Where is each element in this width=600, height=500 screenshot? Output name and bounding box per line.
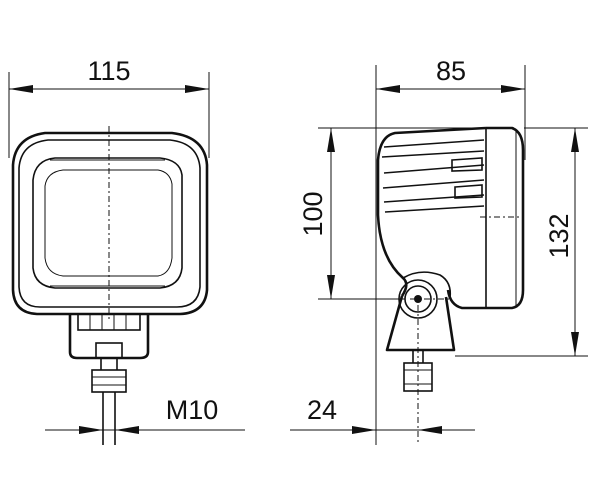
bolt-offset-dimension: 24 [290,395,475,434]
dim-label-housing-height: 100 [298,191,328,236]
dim-label-total-height: 132 [544,213,574,258]
total-height-dimension: 132 [455,127,588,357]
dim-label-bolt-offset: 24 [307,395,337,425]
side-view [376,126,525,445]
side-depth-dimension: 85 [375,56,526,445]
thread-dimension: M10 [45,395,245,434]
dim-label-thread: M10 [166,395,219,425]
dim-label-side-depth: 85 [436,56,466,86]
front-view [11,126,209,445]
front-width-dimension: 115 [8,56,210,158]
dim-label-front-width: 115 [87,56,130,86]
housing-height-dimension: 100 [298,127,486,300]
